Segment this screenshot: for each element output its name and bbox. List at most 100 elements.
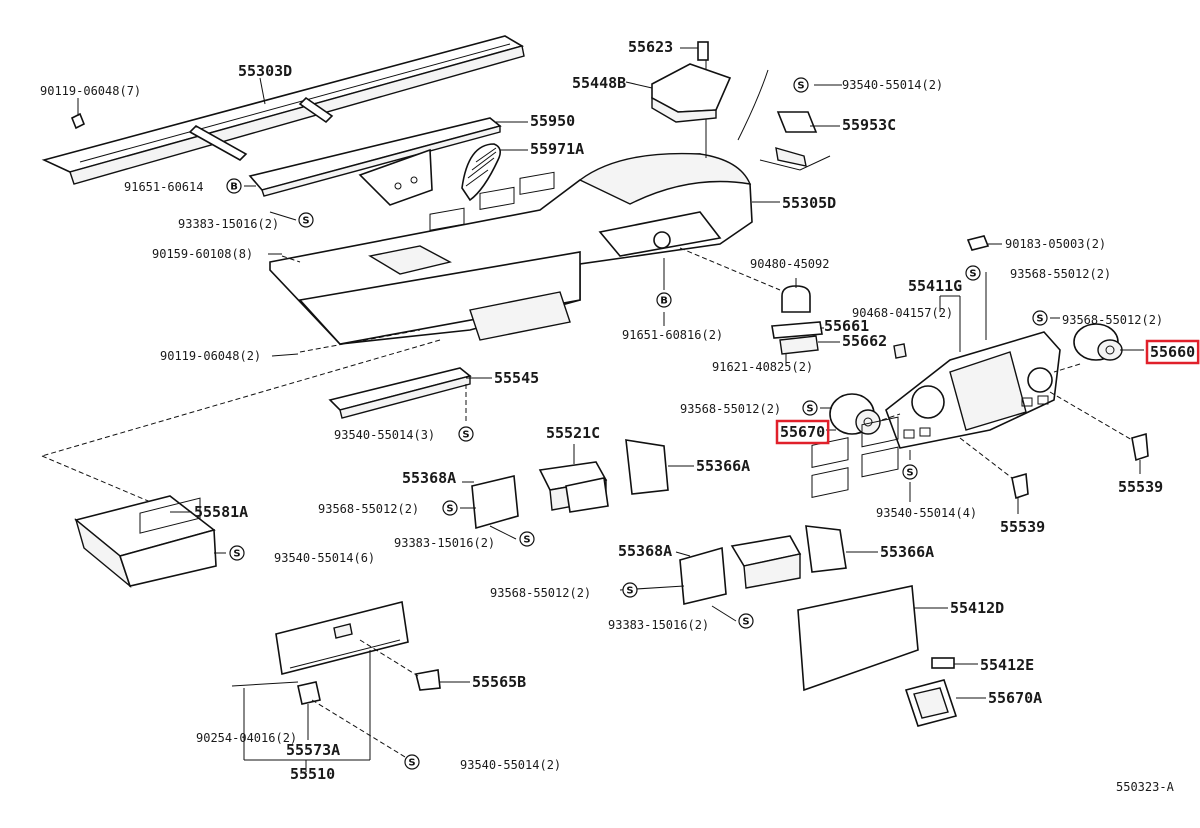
part-label-l44[interactable]: 55412E xyxy=(980,656,1034,674)
part-label-l51[interactable]: 550323-A xyxy=(1116,780,1175,794)
glove-box-55510 xyxy=(275,601,409,675)
bracket-55661-55662 xyxy=(771,278,840,366)
part-label-l08[interactable]: 55971A xyxy=(530,140,584,158)
part-label-l50[interactable]: 55510 xyxy=(290,765,335,783)
part-label-l40[interactable]: 93540-55014(6) xyxy=(274,551,375,565)
part-label-l13[interactable]: 90183-05003(2) xyxy=(1005,237,1106,251)
part-label-l17[interactable]: 90468-04157(2) xyxy=(852,306,953,320)
part-label-l01[interactable]: 55303D xyxy=(238,62,292,80)
part-label-l46[interactable]: 55670A xyxy=(988,689,1042,707)
symbol-circle xyxy=(965,265,981,281)
symbol-circle xyxy=(802,400,818,416)
part-label-l45[interactable]: 55565B xyxy=(472,673,526,691)
part-label-l38[interactable]: 55368A xyxy=(618,542,672,560)
part-label-l23[interactable]: 90119-06048(2) xyxy=(160,349,261,363)
symbol-glyph: S xyxy=(408,758,415,769)
symbol-s-marker: S xyxy=(902,464,918,480)
part-label-l48[interactable]: 55573A xyxy=(286,741,340,759)
symbol-circle xyxy=(738,613,754,629)
part-label-l15[interactable]: 93568-55012(2) xyxy=(1010,267,1111,281)
part-label-l07[interactable]: 55950 xyxy=(530,112,575,130)
part-label-l32[interactable]: 55539 xyxy=(1118,478,1163,496)
part-label-l29[interactable]: 55521C xyxy=(546,424,600,442)
symbol-glyph: S xyxy=(806,404,813,415)
symbol-b-marker: B xyxy=(656,292,672,308)
box-55448b xyxy=(625,63,732,123)
part-label-l20[interactable]: 91651-60816(2) xyxy=(622,328,723,342)
leader-lines xyxy=(244,185,781,357)
part-label-l03[interactable]: 55623 xyxy=(628,38,673,56)
part-label-l14[interactable]: 90480-45092 xyxy=(750,257,829,271)
part-label-l02[interactable]: 90119-06048(7) xyxy=(40,84,141,98)
symbol-s-marker: S xyxy=(622,582,638,598)
part-label-l39[interactable]: 55366A xyxy=(880,543,934,561)
glove-box-bracket xyxy=(243,650,371,772)
part-label-l34[interactable]: 93568-55012(2) xyxy=(318,502,419,516)
part-label-l19[interactable]: 55661 xyxy=(824,317,869,335)
cover-55366a-upper xyxy=(625,439,694,495)
part-label-l18[interactable]: 93568-55012(2) xyxy=(1062,313,1163,327)
symbol-b-marker: B xyxy=(226,178,242,194)
part-label-l41[interactable]: 93568-55012(2) xyxy=(490,586,591,600)
part-label-l47[interactable]: 90254-04016(2) xyxy=(196,731,297,745)
brace-55950 xyxy=(248,117,528,206)
part-label-l06[interactable]: 55953C xyxy=(842,116,896,134)
symbol-glyph: S xyxy=(969,269,976,280)
symbol-s-marker: S xyxy=(519,531,535,547)
part-label-l04[interactable]: 55448B xyxy=(572,74,626,92)
part-label-l25[interactable]: 55545 xyxy=(494,369,539,387)
clip-55539-lower xyxy=(959,437,1029,514)
part-label-l16[interactable]: 55411G xyxy=(908,277,962,295)
part-label-l27[interactable]: 55670 xyxy=(780,423,825,441)
part-label-l31[interactable]: 55368A xyxy=(402,469,456,487)
symbol-s-marker: S xyxy=(229,545,245,561)
part-label-l42[interactable]: 55412D xyxy=(950,599,1004,617)
symbol-s-marker: S xyxy=(793,77,809,93)
part-label-l24[interactable]: 91621-40825(2) xyxy=(712,360,813,374)
part-label-l28[interactable]: 93540-55014(3) xyxy=(334,428,435,442)
symbol-circle xyxy=(656,292,672,308)
part-label-l33[interactable]: 55581A xyxy=(194,503,248,521)
cover-55366a-lower xyxy=(805,525,878,573)
symbol-s-marker: S xyxy=(1032,310,1048,326)
boot-55971a xyxy=(461,143,528,202)
symbol-circle xyxy=(229,545,245,561)
symbol-glyph: S xyxy=(742,617,749,628)
symbol-glyph: S xyxy=(797,81,804,92)
symbol-glyph: S xyxy=(233,549,240,560)
symbol-circle xyxy=(622,582,638,598)
symbol-glyph: S xyxy=(1036,314,1043,325)
part-label-l49[interactable]: 93540-55014(2) xyxy=(460,758,561,772)
part-label-l09[interactable]: 91651-60614 xyxy=(124,180,203,194)
part-label-l11[interactable]: 93383-15016(2) xyxy=(178,217,279,231)
part-label-l05[interactable]: 93540-55014(2) xyxy=(842,78,943,92)
part-label-l22[interactable]: 55660 xyxy=(1150,343,1195,361)
part-label-l30[interactable]: 55366A xyxy=(696,457,750,475)
symbol-s-marker: S xyxy=(802,400,818,416)
bracket-55953c xyxy=(737,69,842,171)
cluster-bezel-55411g xyxy=(885,235,1061,449)
part-label-l10[interactable]: 55305D xyxy=(782,194,836,212)
pocket-55581a xyxy=(74,495,226,589)
part-label-l35[interactable]: 93540-55014(4) xyxy=(876,506,977,520)
part-label-l26[interactable]: 93568-55012(2) xyxy=(680,402,781,416)
part-label-l36[interactable]: 55539 xyxy=(1000,518,1045,536)
symbol-glyph: B xyxy=(660,296,668,307)
switch-lower-block xyxy=(730,535,802,589)
symbol-circle xyxy=(226,178,242,194)
part-label-l37[interactable]: 93383-15016(2) xyxy=(394,536,495,550)
rail-55545 xyxy=(41,339,492,507)
part-label-l21[interactable]: 55662 xyxy=(842,332,887,350)
bulb-55412e xyxy=(931,657,978,669)
symbol-glyph: S xyxy=(462,430,469,441)
symbol-glyph: S xyxy=(523,535,530,546)
part-label-l12[interactable]: 90159-60108(8) xyxy=(152,247,253,261)
symbol-s-marker: S xyxy=(404,754,420,770)
reinforcement-bar-55303d xyxy=(41,35,525,185)
part-label-l43[interactable]: 93383-15016(2) xyxy=(608,618,709,632)
symbol-circle xyxy=(442,500,458,516)
symbol-glyph: S xyxy=(446,504,453,515)
